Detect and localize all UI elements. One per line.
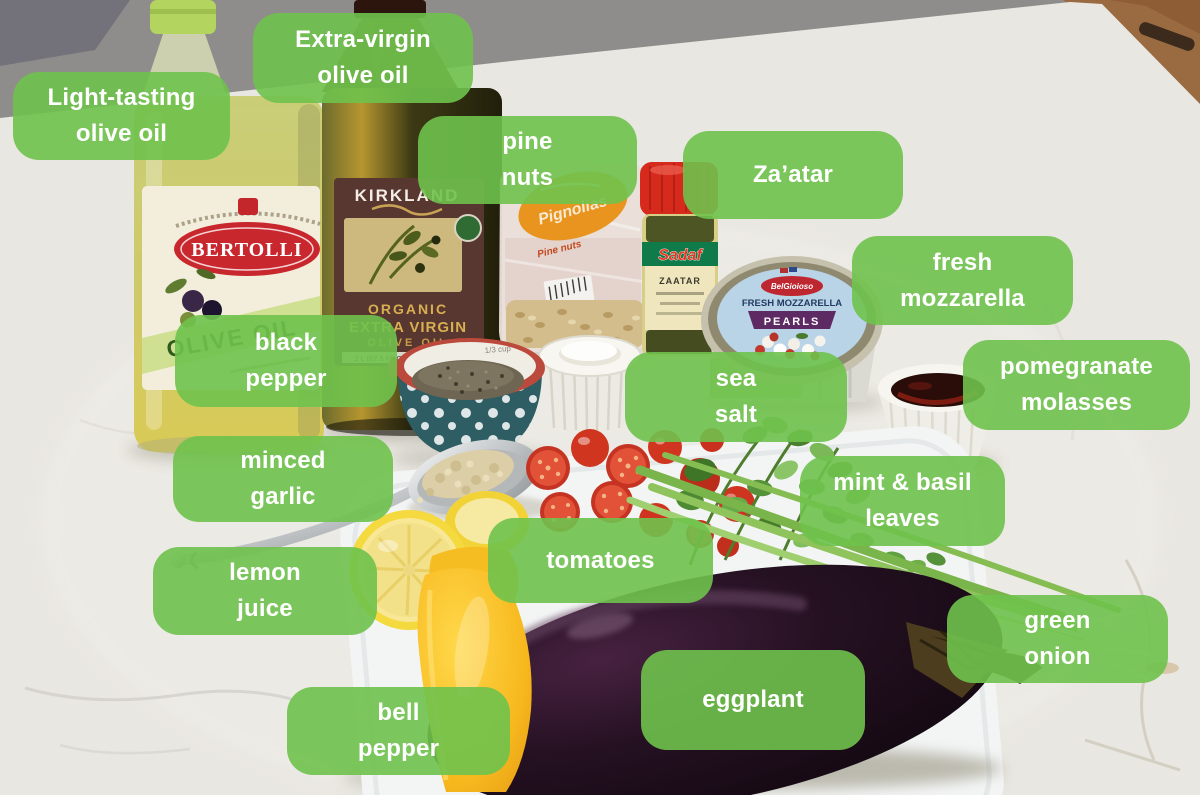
- ingredient-label-green-onion: green onion: [947, 595, 1168, 683]
- ingredient-label-pomegranate-molasses: pomegranate molasses: [963, 340, 1190, 430]
- ingredient-label-bell-pepper: bell pepper: [287, 687, 510, 775]
- salt-ramekin: [538, 335, 642, 432]
- ingredient-label-lemon-juice: lemon juice: [153, 547, 377, 635]
- belgioioso-brand-text: BelGioioso: [771, 282, 813, 291]
- kirkland-organic-text: ORGANIC: [368, 301, 448, 317]
- ingredient-label-mint-basil-leaves: mint & basil leaves: [800, 456, 1005, 546]
- ingredient-label-tomatoes: tomatoes: [488, 518, 713, 603]
- bertolli-brand-text: BERTOLLI: [191, 239, 302, 261]
- ingredient-label-black-pepper: black pepper: [175, 315, 397, 407]
- ingredient-label-minced-garlic: minced garlic: [173, 436, 393, 522]
- mozzarella-variety-text: PEARLS: [764, 316, 821, 328]
- ingredient-label-zaatar: Za’atar: [683, 131, 903, 219]
- ingredient-label-extra-virgin-olive-oil: Extra-virgin olive oil: [253, 13, 473, 103]
- pine-nuts-bag: Pignolias Pine nuts: [499, 163, 650, 352]
- ingredient-label-eggplant: eggplant: [641, 650, 865, 750]
- zaatar-product-text: ZAATAR: [659, 276, 701, 286]
- measuring-cup-black-pepper: 1/3 cup: [387, 338, 545, 458]
- ingredient-label-pine-nuts: pine nuts: [418, 116, 637, 204]
- measuring-cup-marking-text: 1/3 cup: [484, 344, 511, 355]
- ingredient-label-fresh-mozzarella: fresh mozzarella: [852, 236, 1073, 325]
- zaatar-jar: Sadaf ZAATAR: [640, 162, 718, 356]
- mozzarella-product-text: FRESH MOZZARELLA: [742, 298, 842, 309]
- ingredient-label-light-tasting-olive-oil: Light-tasting olive oil: [13, 72, 230, 160]
- ingredient-label-sea-salt: sea salt: [625, 352, 847, 442]
- sadaf-brand-text: Sadaf: [658, 247, 703, 264]
